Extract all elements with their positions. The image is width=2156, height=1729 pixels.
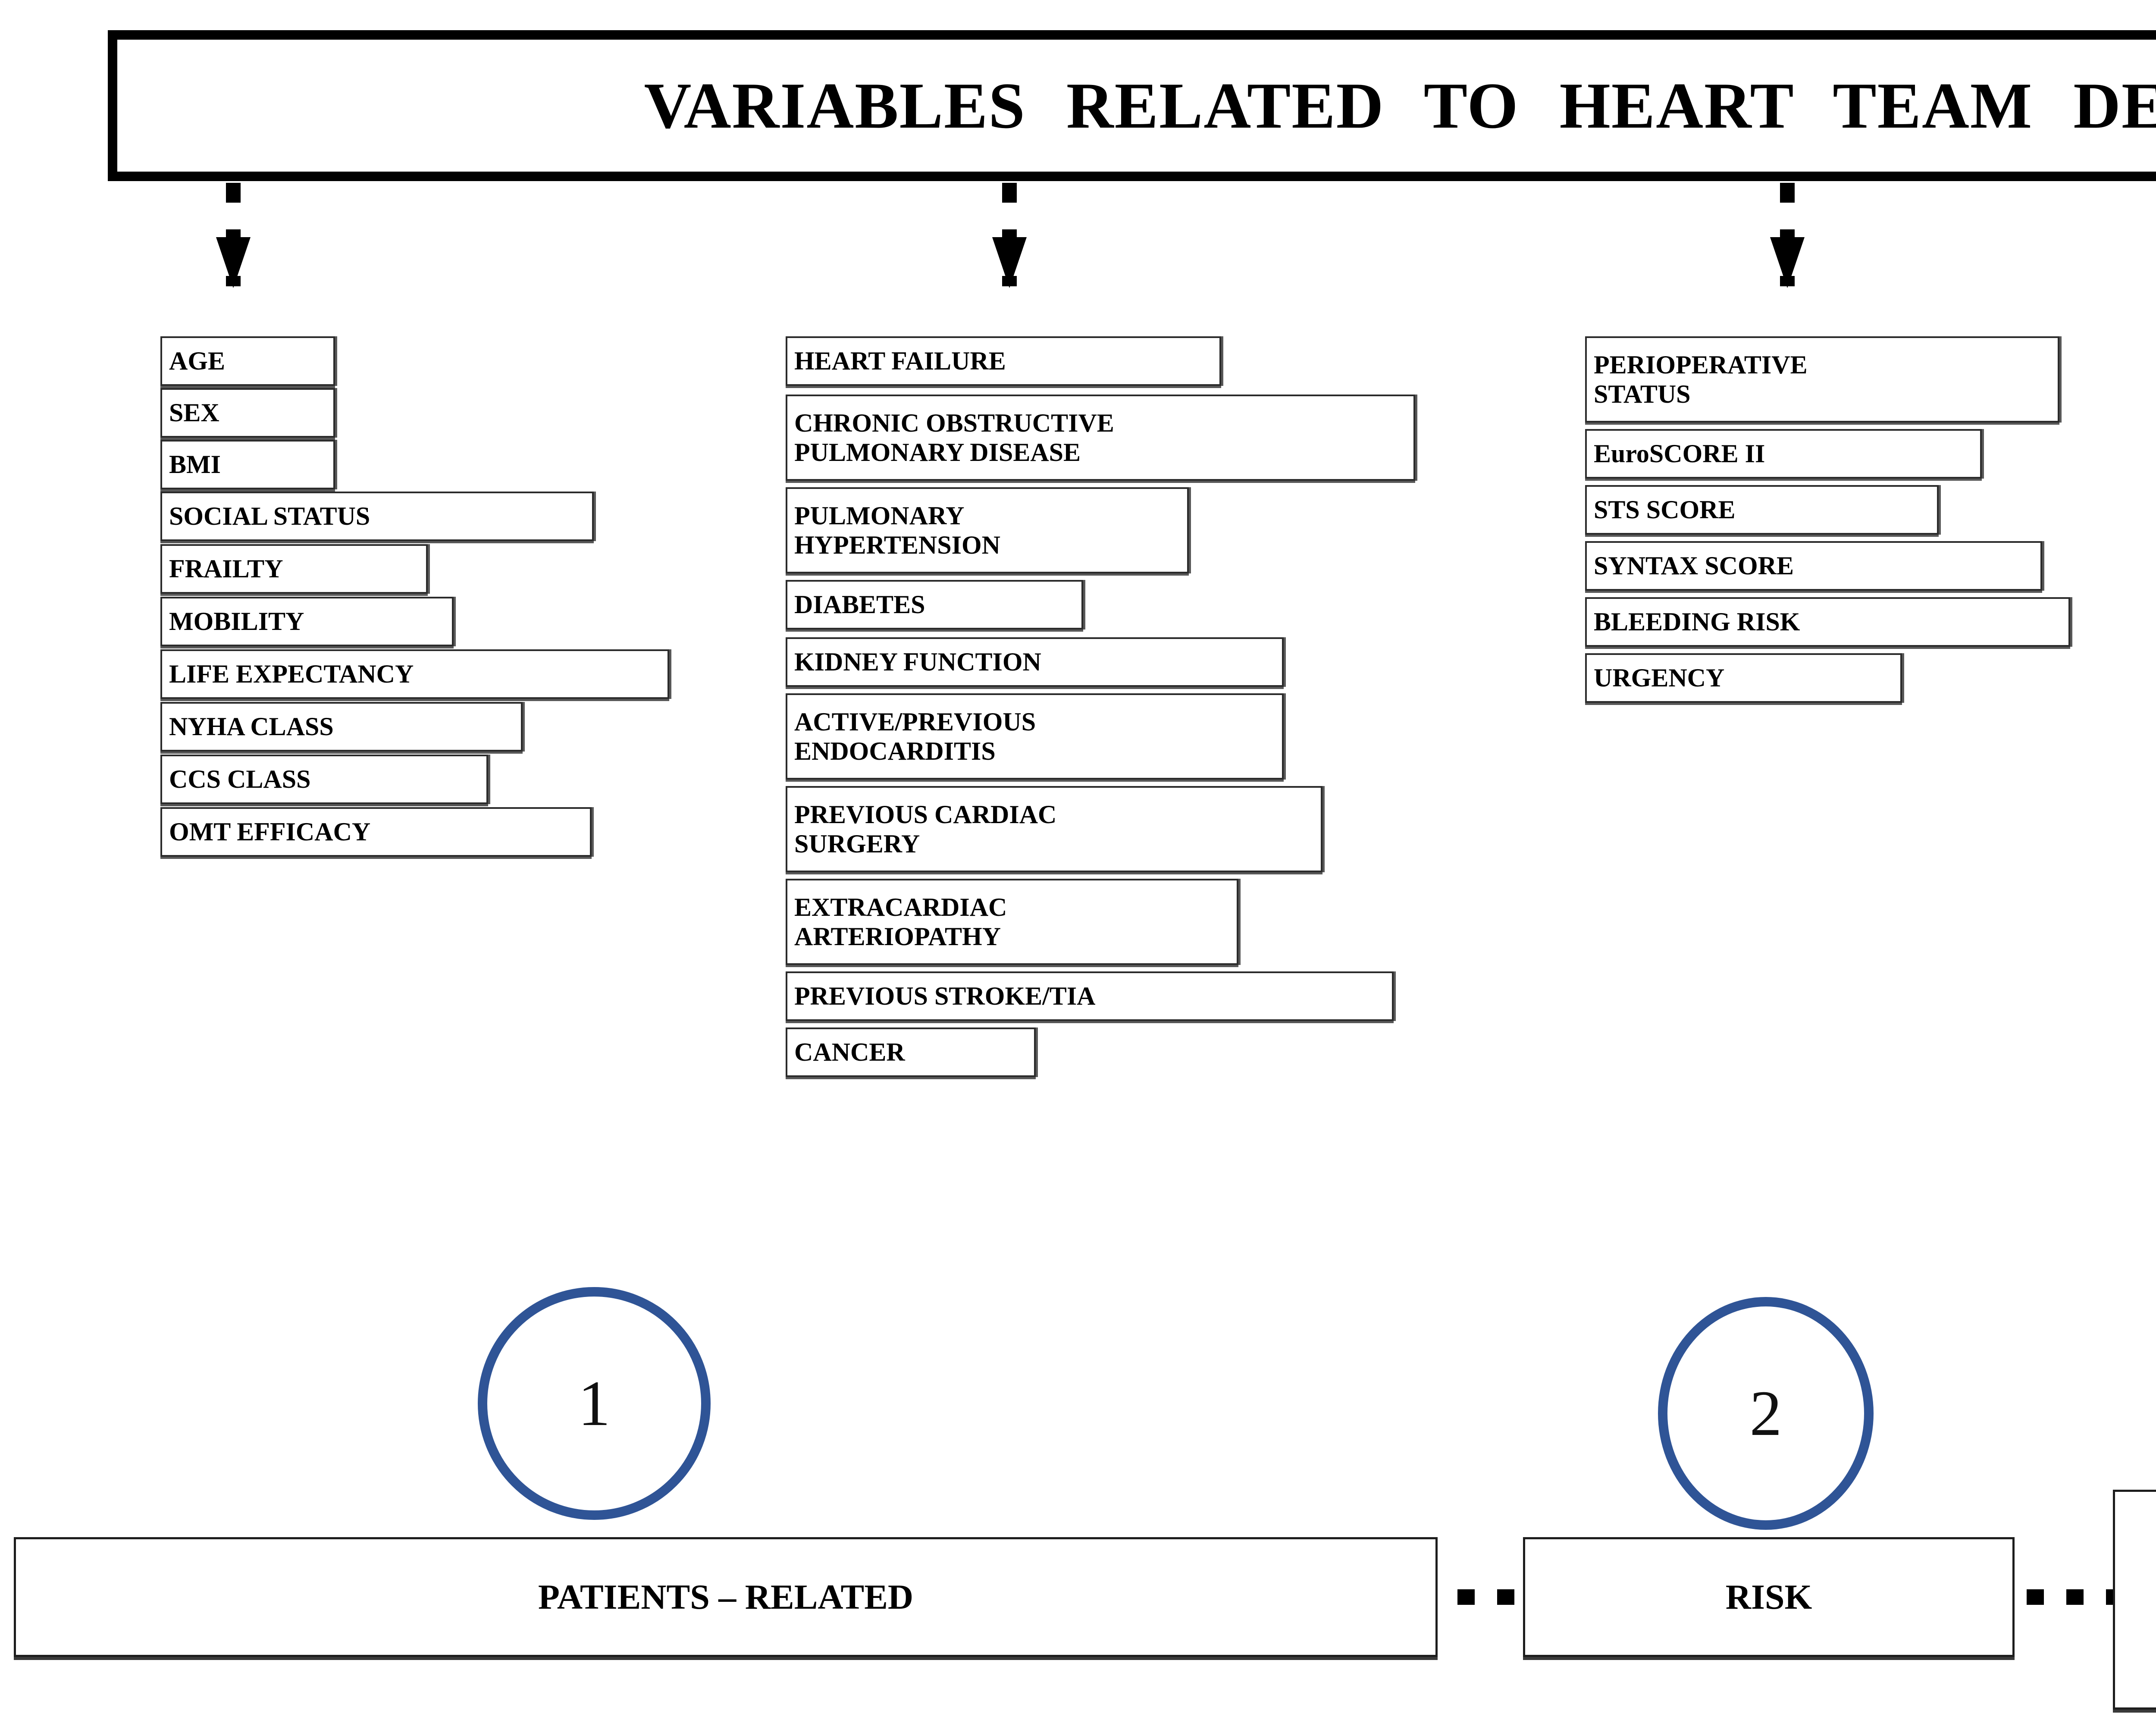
variable-label: AGE — [169, 347, 226, 376]
variable-label: URGENCY — [1594, 664, 1725, 692]
variable-label: DIABETES — [794, 590, 925, 619]
variable-box-bmi[interactable]: BMI — [160, 440, 335, 489]
variable-label: HEART FAILURE — [794, 347, 1006, 376]
variable-label: PULMONARY HYPERTENSION — [794, 501, 1000, 559]
variable-label: EXTRACARDIAC ARTERIOPATHY — [794, 893, 1007, 951]
variable-box-euroscore-ii[interactable]: EuroSCORE II — [1585, 429, 1982, 479]
arrowhead-down-icon — [1770, 237, 1805, 288]
flow-box-label: PATIENTS – RELATED — [538, 1577, 914, 1616]
variable-label: STS SCORE — [1594, 495, 1736, 524]
variable-box-previous-cardiac-surgery[interactable]: PREVIOUS CARDIAC SURGERY — [786, 786, 1322, 872]
variable-label: CANCER — [794, 1038, 905, 1067]
variable-label: MOBILITY — [169, 607, 304, 636]
connector-arrow-column-2 — [992, 183, 1027, 288]
variable-box-cancer[interactable]: CANCER — [786, 1027, 1036, 1077]
variable-label: PREVIOUS STROKE/TIA — [794, 982, 1096, 1011]
flow-box-label: RISK — [1725, 1577, 1812, 1616]
diagram-title-box: VARIABLES RELATED TO HEART TEAM DECISONS — [108, 30, 2156, 181]
variable-box-endocarditis[interactable]: ACTIVE/PREVIOUS ENDOCARDITIS — [786, 693, 1284, 780]
variable-box-diabetes[interactable]: DIABETES — [786, 580, 1083, 630]
flow-box-risk[interactable]: RISK — [1523, 1537, 2015, 1657]
variable-box-previous-stroke-tia[interactable]: PREVIOUS STROKE/TIA — [786, 971, 1394, 1021]
variable-box-age[interactable]: AGE — [160, 336, 335, 386]
flow-box-patients-related[interactable]: PATIENTS – RELATED — [14, 1537, 1438, 1657]
variable-box-urgency[interactable]: URGENCY — [1585, 653, 1902, 703]
variable-box-sex[interactable]: SEX — [160, 388, 335, 438]
variable-box-sts-score[interactable]: STS SCORE — [1585, 485, 1939, 535]
step-number-2: 2 — [1749, 1378, 1782, 1449]
variable-box-omt-efficacy[interactable]: OMT EFFICACY — [160, 807, 592, 857]
connector-arrow-column-1 — [216, 183, 251, 288]
variable-label: NYHA CLASS — [169, 712, 334, 741]
variable-label: OMT EFFICACY — [169, 818, 371, 846]
variable-label: PREVIOUS CARDIAC SURGERY — [794, 800, 1057, 858]
variable-label: FRAILTY — [169, 554, 283, 583]
step-number-1: 1 — [578, 1368, 611, 1439]
variable-box-kidney-function[interactable]: KIDNEY FUNCTION — [786, 637, 1284, 687]
arrowhead-down-icon — [992, 237, 1027, 288]
variable-box-copd[interactable]: CHRONIC OBSTRUCTIVE PULMONARY DISEASE — [786, 395, 1415, 481]
variable-box-nyha-class[interactable]: NYHA CLASS — [160, 702, 523, 752]
arrowhead-down-icon — [216, 237, 251, 288]
variable-label: SEX — [169, 398, 219, 427]
variable-box-syntax-score[interactable]: SYNTAX SCORE — [1585, 541, 2042, 591]
variable-label: KIDNEY FUNCTION — [794, 648, 1041, 677]
variable-box-social-status[interactable]: SOCIAL STATUS — [160, 492, 594, 541]
variable-box-life-expectancy[interactable]: LIFE EXPECTANCY — [160, 649, 669, 699]
variable-label: LIFE EXPECTANCY — [169, 660, 414, 689]
variable-box-extracardiac-arteriopathy[interactable]: EXTRACARDIAC ARTERIOPATHY — [786, 879, 1238, 965]
variable-box-heart-failure[interactable]: HEART FAILURE — [786, 336, 1221, 386]
diagram-title-text: VARIABLES RELATED TO HEART TEAM DECISONS — [644, 69, 2156, 142]
variable-label: PERIOPERATIVE STATUS — [1594, 350, 1808, 408]
variable-label: EuroSCORE II — [1594, 439, 1765, 468]
step-number-circle-2: 2 — [1658, 1297, 1874, 1530]
connector-arrow-column-3 — [1770, 183, 1805, 288]
variable-label: ACTIVE/PREVIOUS ENDOCARDITIS — [794, 707, 1036, 765]
variable-box-perioperative-status[interactable]: PERIOPERATIVE STATUS — [1585, 336, 2059, 423]
variable-box-mobility[interactable]: MOBILITY — [160, 597, 454, 646]
variable-box-pulmonary-hypertension[interactable]: PULMONARY HYPERTENSION — [786, 487, 1189, 573]
variable-box-frailty[interactable]: FRAILTY — [160, 544, 428, 594]
variable-label: CHRONIC OBSTRUCTIVE PULMONARY DISEASE — [794, 408, 1114, 467]
variable-label: SYNTAX SCORE — [1594, 551, 1794, 580]
variable-label: CCS CLASS — [169, 765, 311, 794]
variable-box-ccs-class[interactable]: CCS CLASS — [160, 755, 488, 804]
variable-label: BLEEDING RISK — [1594, 608, 1800, 636]
variable-label: BMI — [169, 450, 221, 479]
variable-label: SOCIAL STATUS — [169, 502, 370, 531]
flow-box-heart-team-discussion[interactable]: HEART TEAM DISCUSSION — [2113, 1490, 2156, 1710]
variable-box-bleeding-risk[interactable]: BLEEDING RISK — [1585, 597, 2070, 647]
step-number-circle-1: 1 — [478, 1287, 711, 1520]
